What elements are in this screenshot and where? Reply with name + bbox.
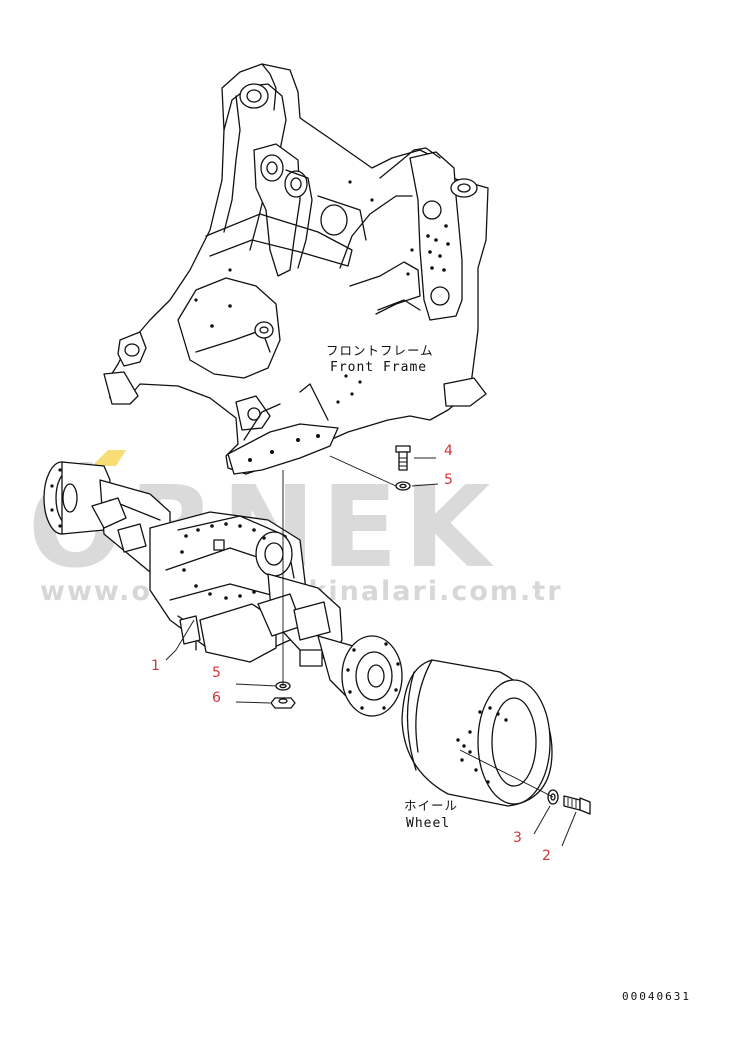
wheel-label-en: Wheel	[406, 816, 450, 831]
front-frame-label-jp: フロントフレーム	[326, 343, 434, 358]
watermark-accent-mark	[92, 450, 126, 466]
callout-4: 4	[444, 443, 453, 459]
wheel-label-jp: ホイール	[404, 798, 458, 813]
front-frame	[103, 63, 489, 475]
axle-assembly	[43, 461, 403, 717]
wheel-rim	[401, 659, 553, 807]
leader-lines	[165, 457, 577, 847]
callout-2: 2	[542, 848, 551, 864]
bolt-4	[395, 445, 411, 471]
callout-5-bottom: 5	[212, 665, 221, 681]
washer-5-top	[395, 481, 411, 491]
drawing-code: 00040631	[622, 990, 691, 1003]
nut-6	[270, 697, 296, 709]
callout-3: 3	[513, 830, 522, 846]
callout-1: 1	[151, 658, 160, 674]
callout-6: 6	[212, 690, 221, 706]
bolt-2	[563, 795, 591, 815]
front-frame-label-en: Front Frame	[330, 360, 427, 375]
callout-5-top: 5	[444, 472, 453, 488]
